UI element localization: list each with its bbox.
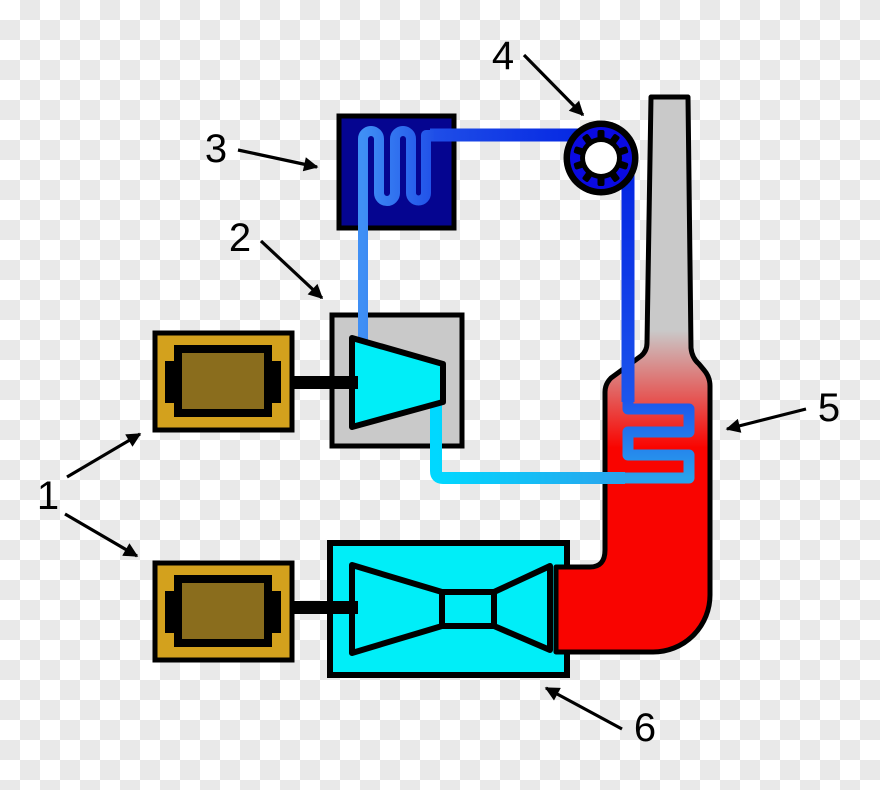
generator-bottom-bearing-left <box>165 591 177 633</box>
label-5-heater: 5 <box>817 386 841 430</box>
pipe-compressor-to-heater <box>430 400 625 484</box>
turbine-bowtie <box>349 562 553 656</box>
generator-bottom-rotor <box>182 583 264 639</box>
pipe-heater-coil <box>618 396 695 484</box>
annotation-arrows <box>64 53 807 731</box>
generator-top-rotor <box>182 353 264 409</box>
pump-hub <box>585 142 617 174</box>
compressor-rotor <box>349 335 446 430</box>
generator-bottom-bearing-right <box>269 591 281 633</box>
arrow-6-to-turbine <box>544 686 623 731</box>
label-6-turbine: 6 <box>633 706 657 750</box>
arrow-2-to-compressor <box>259 239 324 300</box>
generator-bottom <box>152 560 358 663</box>
pump <box>563 120 639 196</box>
turbine-shaft-coupling <box>439 589 497 629</box>
pipe-cooler-coil <box>358 126 434 355</box>
label-3-cooler: 3 <box>204 127 228 171</box>
arrow-1-to-generator-bottom <box>64 512 139 558</box>
shaft-bottom <box>284 601 358 614</box>
arrow-4-to-pump <box>522 53 585 117</box>
label-4-pump: 4 <box>491 34 515 78</box>
arrow-1-to-generator-top <box>66 432 142 479</box>
generator-top-bearing-right <box>269 361 281 403</box>
arrow-3-to-cooler <box>237 148 319 172</box>
generator-top <box>152 330 358 433</box>
arrow-5-to-heater <box>725 407 807 433</box>
turbine-expansion-stage <box>491 563 553 653</box>
shaft-top <box>284 376 358 389</box>
generator-top-bearing-left <box>165 361 177 403</box>
label-2-compressor: 2 <box>228 216 252 260</box>
label-1-generators: 1 <box>36 474 60 518</box>
